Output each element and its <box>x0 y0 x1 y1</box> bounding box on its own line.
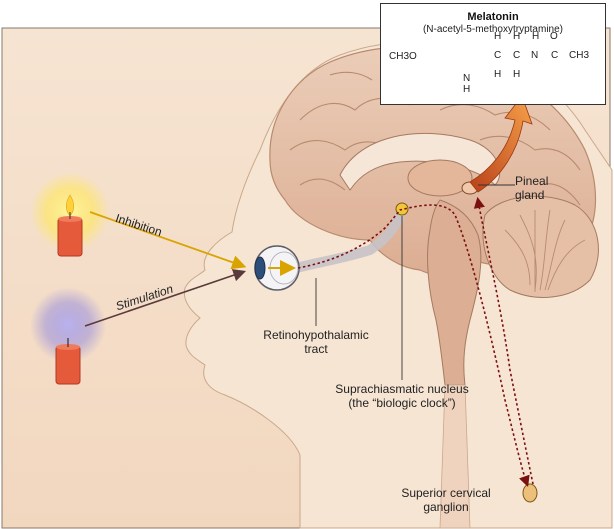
pineal-gland-label-line2: gland <box>515 188 545 202</box>
mol-h-top-2: H <box>513 31 521 42</box>
mol-n-amide: N <box>531 50 539 61</box>
mol-nh-h: H <box>463 84 471 95</box>
mol-ch3: CH3 <box>569 50 590 61</box>
mol-ch3o: CH3O <box>389 51 417 62</box>
melatonin-release-arrow <box>469 95 533 193</box>
mol-o: O <box>550 31 558 42</box>
mol-c3: C <box>551 50 559 61</box>
retino-label-line1: Retinohypothalamic <box>263 328 369 342</box>
melatonin-subtitle: (N-acetyl-5-methoxytryptamine) <box>422 24 564 35</box>
inhibition-arrow <box>89 211 247 270</box>
mol-h-top-1: H <box>494 31 502 42</box>
mol-h-top-3: H <box>532 31 540 42</box>
optic-nerve <box>291 210 405 273</box>
superior-cervical-ganglion <box>522 483 538 503</box>
mol-nh-n: N <box>463 73 471 84</box>
melatonin-structure-box: Melatonin (N-acetyl-5-methoxytryptamine) <box>380 3 606 105</box>
stimulation-candle <box>55 338 81 385</box>
scn-label-line2: (the “biologic clock”) <box>348 396 456 410</box>
retino-label-line2: tract <box>304 342 328 356</box>
neural-pathway-return <box>473 196 534 485</box>
mol-c1: C <box>494 50 502 61</box>
scg-label-line1: Superior cervical <box>401 486 491 500</box>
spinal-cord <box>439 384 471 529</box>
pineal-gland-label-line1: Pineal <box>515 174 549 188</box>
stimulation-arrow <box>84 269 247 327</box>
stimulation-light-glow <box>30 287 106 363</box>
neural-pathway <box>297 204 530 488</box>
scg-label-line2: ganglion <box>423 500 469 514</box>
cerebellum <box>482 195 599 298</box>
melatonin-title: Melatonin <box>467 11 519 23</box>
mol-h-bottom-1: H <box>494 69 502 80</box>
suprachiasmatic-nucleus <box>395 202 409 216</box>
inhibition-candle <box>57 194 83 257</box>
mol-c2: C <box>513 50 521 61</box>
mol-h-bottom-2: H <box>513 69 521 80</box>
thalamus <box>407 159 473 197</box>
scn-label-line1: Suprachiasmatic nucleus <box>335 382 469 396</box>
